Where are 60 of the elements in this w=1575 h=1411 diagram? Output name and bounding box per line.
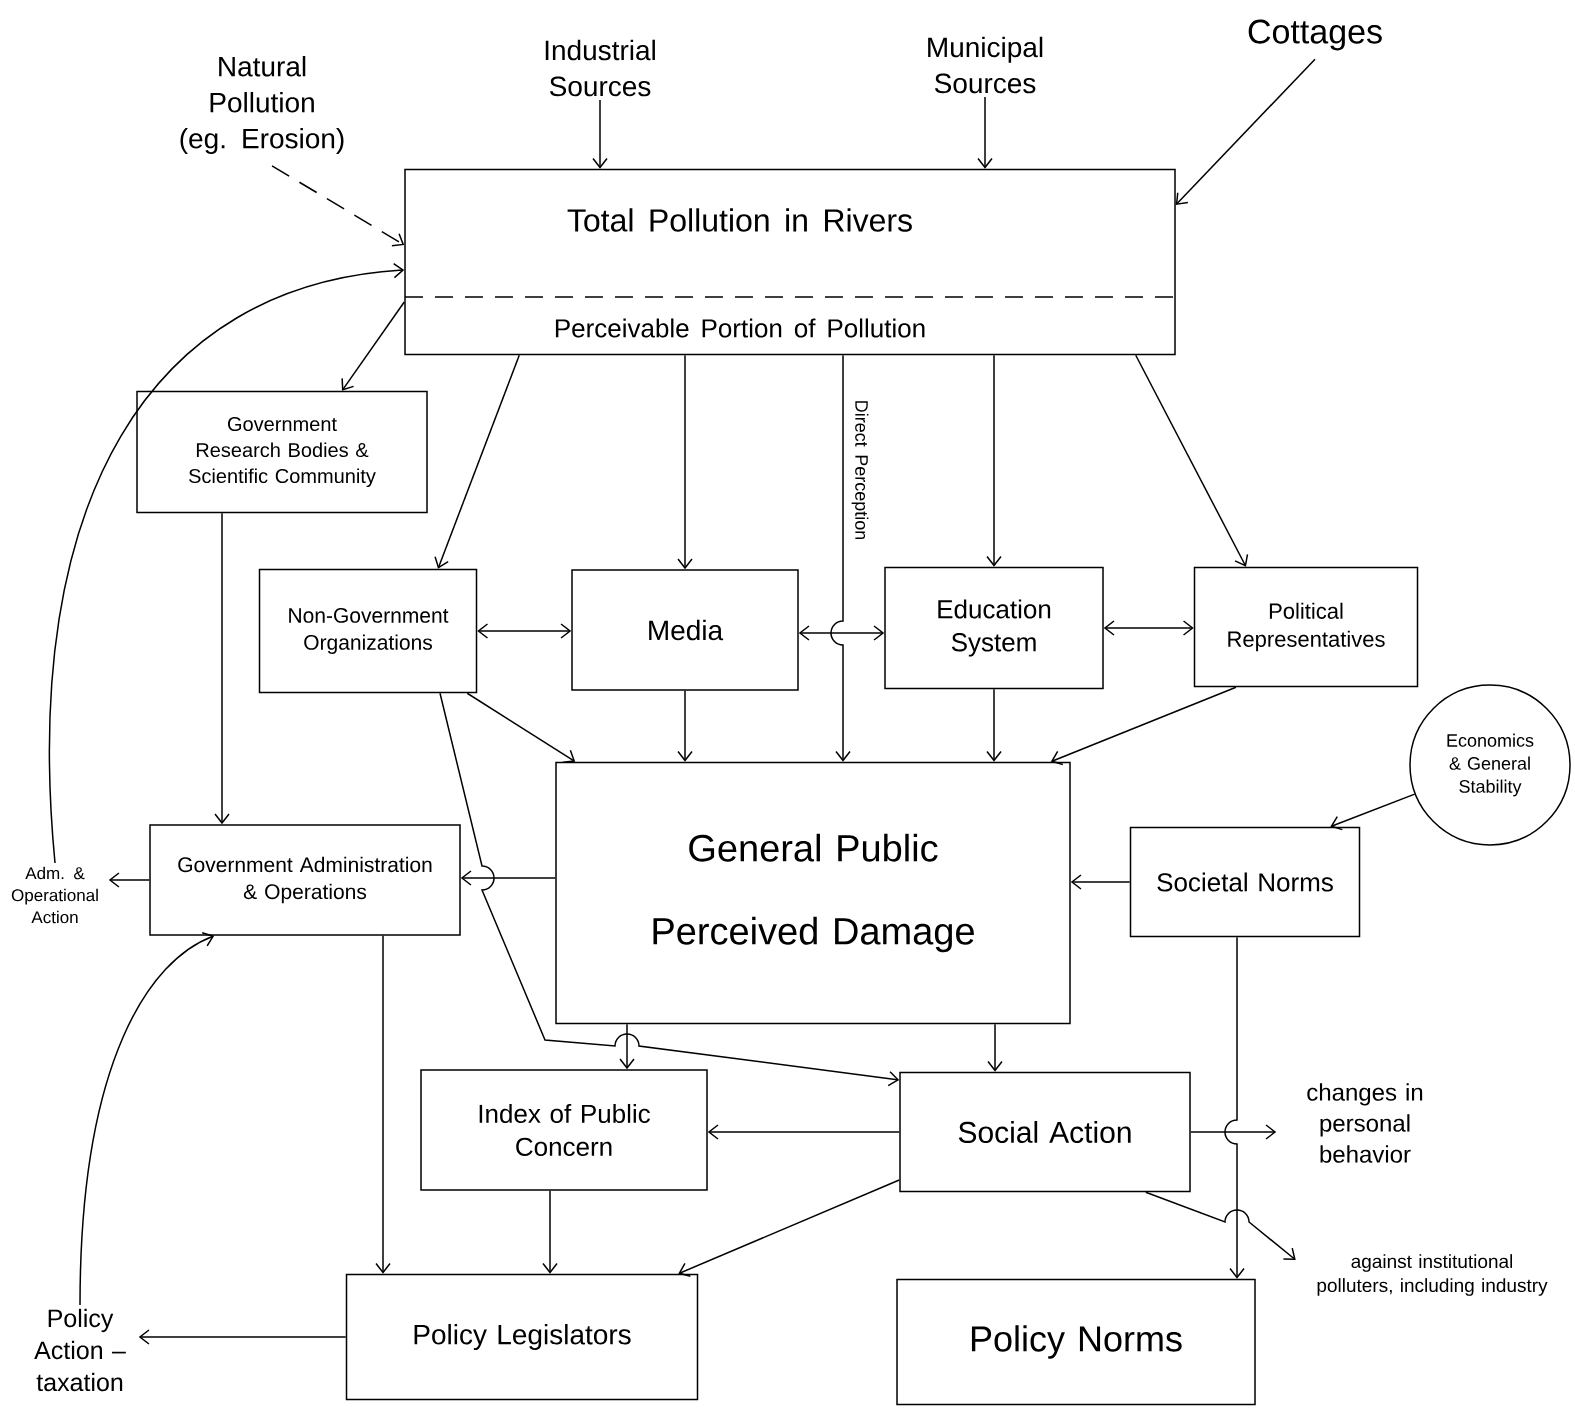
process-box: Government Research Bodies & Scientific Community	[136, 390, 428, 514]
arrow	[1224, 936, 1245, 1279]
node-label: Policy Action – taxation	[34, 1308, 126, 1392]
arrow	[460, 870, 556, 886]
process-box: Media	[571, 569, 799, 691]
arrow	[271, 165, 405, 247]
arrow	[79, 932, 215, 1306]
arrow	[1050, 686, 1237, 766]
arrow	[1145, 1191, 1296, 1260]
arrow	[375, 935, 391, 1274]
node-label: Industrial Sources	[545, 39, 655, 97]
arrow	[677, 690, 693, 762]
arrow	[678, 1179, 900, 1277]
arrow	[707, 1124, 900, 1140]
node-label: Natural Pollution (eg. Erosion)	[180, 55, 344, 155]
process-box	[404, 168, 1176, 356]
process-box: Government Administration & Operations	[149, 824, 461, 936]
arrow	[592, 99, 608, 169]
arrow	[214, 512, 230, 825]
process-box: Societal Norms	[1129, 826, 1361, 938]
arrow	[542, 1190, 558, 1274]
arrow	[677, 354, 693, 570]
arrow	[434, 354, 520, 569]
arrow	[830, 354, 851, 762]
node-label: Municipal Sources	[928, 36, 1043, 94]
node-label: changes in personal behavior	[1307, 1083, 1423, 1163]
arrow	[986, 688, 1002, 762]
arrow	[798, 625, 885, 641]
arrow	[138, 1329, 347, 1345]
arrow	[108, 872, 150, 888]
arrow	[1070, 874, 1131, 890]
arrow	[477, 623, 572, 639]
box-text: Total Pollution in Rivers	[567, 208, 912, 232]
arrow	[466, 692, 576, 763]
process-box: Social Action	[899, 1071, 1191, 1193]
arrow	[1190, 1124, 1277, 1140]
process-box: Index of Public Concern	[420, 1069, 708, 1191]
process-box: Education System	[884, 566, 1104, 690]
arrow	[987, 1023, 1003, 1072]
box-text: Perceivable Portion of Pollution	[555, 318, 925, 338]
process-box: Non-Government Organizations	[258, 568, 478, 694]
node-label: Cottages	[1248, 19, 1382, 51]
arrow	[1135, 354, 1249, 567]
arrow	[977, 96, 993, 169]
process-box: Policy Legislators	[345, 1273, 699, 1401]
arrow	[619, 1023, 635, 1070]
arrow	[1330, 793, 1416, 831]
process-box: Political Representatives	[1193, 566, 1419, 688]
arrow	[1175, 58, 1316, 205]
edge-label: Direct Perception	[851, 401, 869, 540]
node-label: Adm. & Operational Action	[11, 866, 98, 924]
process-box: Policy Norms	[896, 1278, 1256, 1406]
arrow	[1103, 620, 1194, 636]
circle-node: Economics & General Stability	[1409, 684, 1571, 846]
arrow	[341, 301, 405, 391]
process-box: General Public Perceived Damage	[555, 761, 1071, 1025]
arrow	[439, 692, 900, 1087]
arrow	[48, 262, 405, 864]
arrow	[986, 354, 1002, 567]
node-label: against institutional polluters, including industry	[1317, 1254, 1548, 1296]
